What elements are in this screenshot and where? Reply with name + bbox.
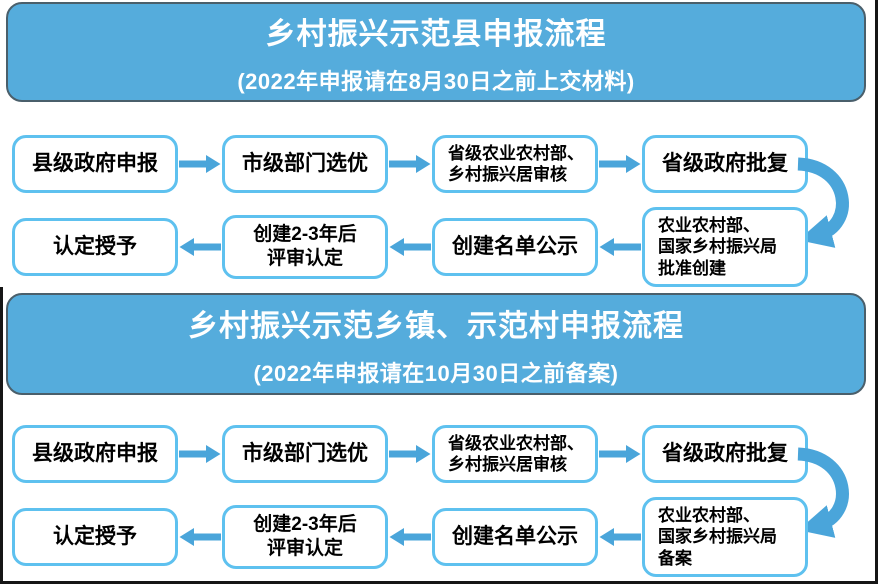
step-city-select: 市级部门选优 <box>222 135 388 193</box>
frame-line-bottom <box>0 581 878 584</box>
banner-township-process: 乡村振兴示范乡镇、示范村申报流程 (2022年申报请在10月30日之前备案) <box>6 293 866 395</box>
step-publish-list: 创建名单公示 <box>432 508 598 566</box>
curved-arrow-icon <box>797 447 849 538</box>
banner-township-title: 乡村振兴示范乡镇、示范村申报流程 <box>188 309 684 343</box>
step-publish-list: 创建名单公示 <box>432 218 598 276</box>
arrow-right-icon <box>598 444 642 464</box>
arrow-left-icon <box>178 237 222 257</box>
arrow-left-icon <box>388 527 432 547</box>
arrow-left-icon <box>178 527 222 547</box>
step-review-after-years: 创建2-3年后 评审认定 <box>222 215 388 279</box>
arrow-right-icon <box>388 154 432 174</box>
step-certify-award: 认定授予 <box>12 218 178 276</box>
step-national-approve-create: 农业农村部、 国家乡村振兴局 批准创建 <box>642 207 808 287</box>
banner-county-title: 乡村振兴示范县申报流程 <box>265 17 607 51</box>
step-certify-award: 认定授予 <box>12 508 178 566</box>
arrow-left-icon <box>388 237 432 257</box>
county-flow-bottom-row: 认定授予 创建2-3年后 评审认定 创建名单公示 农业农村部、 国家乡村振兴局 … <box>12 207 812 287</box>
step-county-gov-apply: 县级政府申报 <box>12 135 178 193</box>
arrow-left-icon <box>598 527 642 547</box>
step-national-record: 农业农村部、 国家乡村振兴局 备案 <box>642 497 808 577</box>
step-province-review: 省级农业农村部、 乡村振兴居审核 <box>432 135 598 193</box>
banner-county-subtitle: (2022年申报请在8月30日之前上交材料) <box>237 68 635 94</box>
township-flow-top-row: 县级政府申报 市级部门选优 省级农业农村部、 乡村振兴居审核 省级政府批复 <box>12 425 812 483</box>
step-city-select: 市级部门选优 <box>222 425 388 483</box>
arrow-right-icon <box>388 444 432 464</box>
county-flow-top-row: 县级政府申报 市级部门选优 省级农业农村部、 乡村振兴居审核 省级政府批复 <box>12 135 812 193</box>
arrow-right-icon <box>598 154 642 174</box>
arrow-right-icon <box>178 444 222 464</box>
banner-county-process: 乡村振兴示范县申报流程 (2022年申报请在8月30日之前上交材料) <box>6 2 866 102</box>
banner-township-subtitle: (2022年申报请在10月30日之前备案) <box>253 360 619 386</box>
step-review-after-years: 创建2-3年后 评审认定 <box>222 505 388 569</box>
step-province-approve: 省级政府批复 <box>642 425 808 483</box>
step-province-approve: 省级政府批复 <box>642 135 808 193</box>
arrow-left-icon <box>598 237 642 257</box>
frame-line-right <box>875 0 878 584</box>
arrow-right-icon <box>178 154 222 174</box>
township-flow-bottom-row: 认定授予 创建2-3年后 评审认定 创建名单公示 农业农村部、 国家乡村振兴局 … <box>12 497 812 577</box>
step-province-review: 省级农业农村部、 乡村振兴居审核 <box>432 425 598 483</box>
frame-line-left <box>0 287 3 584</box>
curved-arrow-icon <box>797 157 849 248</box>
step-county-gov-apply: 县级政府申报 <box>12 425 178 483</box>
